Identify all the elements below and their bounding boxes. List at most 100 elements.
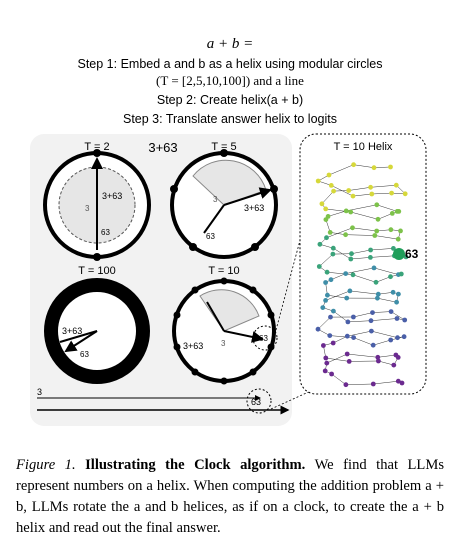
helix-point [323, 280, 328, 285]
helix-point [368, 318, 374, 324]
helix-point [399, 380, 405, 386]
helix-point [390, 289, 396, 295]
helix-point [326, 172, 332, 178]
helix-point [398, 228, 403, 234]
helix-point [389, 211, 395, 216]
helix-point [394, 316, 400, 321]
helix-point [323, 298, 328, 303]
helix-point [351, 335, 356, 340]
helix-point [348, 209, 354, 215]
helix-point [368, 255, 373, 260]
helix-point [388, 164, 393, 170]
clock-title: T = 5 [211, 141, 236, 153]
helix-point [394, 299, 399, 305]
helix-point [393, 182, 399, 188]
helix-point [322, 368, 328, 374]
helix-point [388, 337, 394, 343]
helix-point [350, 272, 356, 278]
helix-point [315, 326, 321, 332]
helix-point [375, 291, 381, 297]
helix-point [371, 165, 377, 171]
helix-point [396, 209, 402, 214]
helix-point [395, 355, 401, 360]
caption-title: Illustrating the Clock algorithm. [85, 457, 306, 473]
helix-point [388, 274, 393, 280]
helix-point [395, 236, 401, 242]
helix-point [403, 254, 409, 260]
clock-label-b: 63 [206, 232, 215, 241]
helix-point [330, 245, 336, 251]
helix-point [374, 228, 380, 234]
helix-point [370, 342, 376, 348]
number-line: 3 63 [37, 387, 290, 415]
clock-label-a: 3 [85, 204, 90, 213]
helix-point [391, 362, 397, 368]
helix-point [327, 333, 333, 338]
helix-point [398, 271, 404, 277]
clock-label-sum: 3+63 [62, 326, 82, 336]
clock-label-a: 3 [221, 339, 226, 348]
line-start-label: 3 [37, 387, 42, 397]
clock-t5: T = 5 3+63 3 63 [170, 141, 278, 259]
helix-point [345, 319, 351, 325]
helix-point [349, 251, 354, 257]
equation-heading: a + b = [206, 36, 254, 52]
helix-point [319, 201, 325, 207]
helix-point [344, 351, 350, 357]
step1-text: Step 1: Embed a and b as a helix using m… [77, 57, 383, 71]
helix-point [327, 230, 333, 235]
helix-point [331, 308, 336, 314]
helix-point [329, 371, 334, 377]
helix-point [315, 178, 321, 184]
periods-text: (T = [2,5,10,100]) and a line [156, 73, 304, 88]
clock-label-b: 63 [80, 350, 89, 359]
helix-point [330, 251, 336, 257]
helix-point [324, 235, 329, 241]
caption-body: We find that LLMs represent numbers on a… [16, 457, 445, 536]
clock-label-sum: 3+63 [244, 203, 264, 213]
clock-title: T = 2 [84, 141, 109, 153]
helix-point [350, 193, 356, 199]
helix-point [344, 333, 350, 339]
helix-point [328, 183, 334, 188]
helix-point [396, 291, 401, 297]
helix-point [375, 354, 381, 360]
step2-text: Step 2: Create helix(a + b) [156, 93, 304, 107]
helix-point [317, 241, 323, 247]
helix-point [321, 343, 326, 348]
helix-point [389, 190, 394, 196]
helix-point [350, 225, 355, 231]
problem-label: 3+63 [148, 140, 177, 155]
helix-point [368, 184, 373, 190]
helix-point [343, 382, 349, 388]
helix-point [344, 295, 350, 301]
helix-point [373, 279, 379, 285]
clock-label-sum: 3+63 [102, 191, 122, 201]
helix-point [375, 216, 381, 222]
caption-label: Figure 1. [16, 457, 76, 473]
helix-point [391, 246, 396, 251]
clock-title: T = 100 [78, 265, 115, 277]
clock-t100: T = 100 3+63 63 [44, 265, 150, 384]
helix-point [351, 314, 356, 320]
helix-point [402, 191, 408, 197]
helix-answer-point [393, 248, 405, 260]
helix-point [346, 188, 352, 193]
helix-panel: T = 10 Helix 63 [299, 133, 427, 395]
helix-point [388, 309, 394, 314]
helix-point [375, 295, 380, 301]
helix-title: T = 10 Helix [334, 141, 393, 153]
clock-label-b: 63 [101, 228, 110, 237]
helix-answer-label: 63 [405, 247, 419, 261]
helix-point [324, 360, 330, 366]
line-end-label: 63 [251, 397, 261, 407]
helix-point [323, 355, 329, 361]
helix-point [388, 227, 394, 233]
helix-point [369, 328, 374, 334]
helix-point [351, 162, 356, 168]
helix-point [328, 277, 334, 283]
helix-plot [315, 162, 409, 388]
helix-point [320, 305, 326, 310]
helix-point [402, 317, 408, 323]
step3-text: Step 3: Translate answer helix to logits [122, 112, 337, 126]
